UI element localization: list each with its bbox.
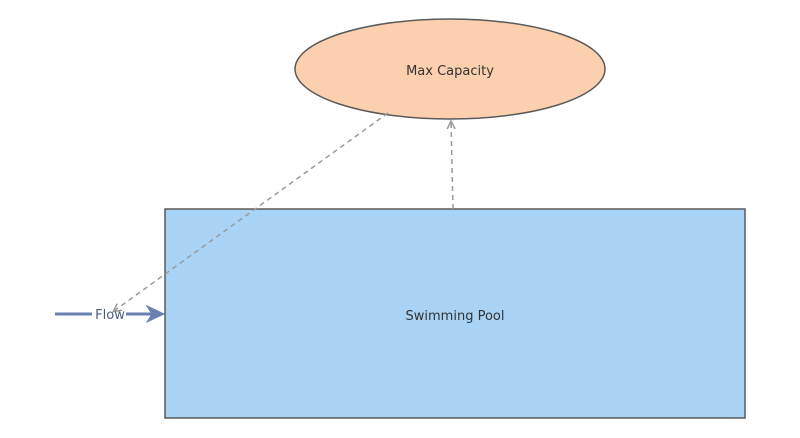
- flow-arrowhead: [145, 304, 166, 324]
- link-capacity-to-flow[interactable]: [114, 112, 389, 311]
- stock-swimming-pool[interactable]: Swimming Pool: [164, 208, 746, 419]
- flow-inflow[interactable]: Flow: [55, 304, 166, 324]
- variable-ellipse[interactable]: [294, 18, 606, 120]
- stock-box[interactable]: [164, 208, 746, 419]
- variable-label: Max Capacity: [406, 64, 494, 79]
- link-pool-to-capacity[interactable]: [451, 122, 453, 210]
- variable-max-capacity[interactable]: Max Capacity: [294, 18, 606, 120]
- flow-label: Flow: [95, 308, 125, 323]
- stock-label: Swimming Pool: [406, 309, 505, 324]
